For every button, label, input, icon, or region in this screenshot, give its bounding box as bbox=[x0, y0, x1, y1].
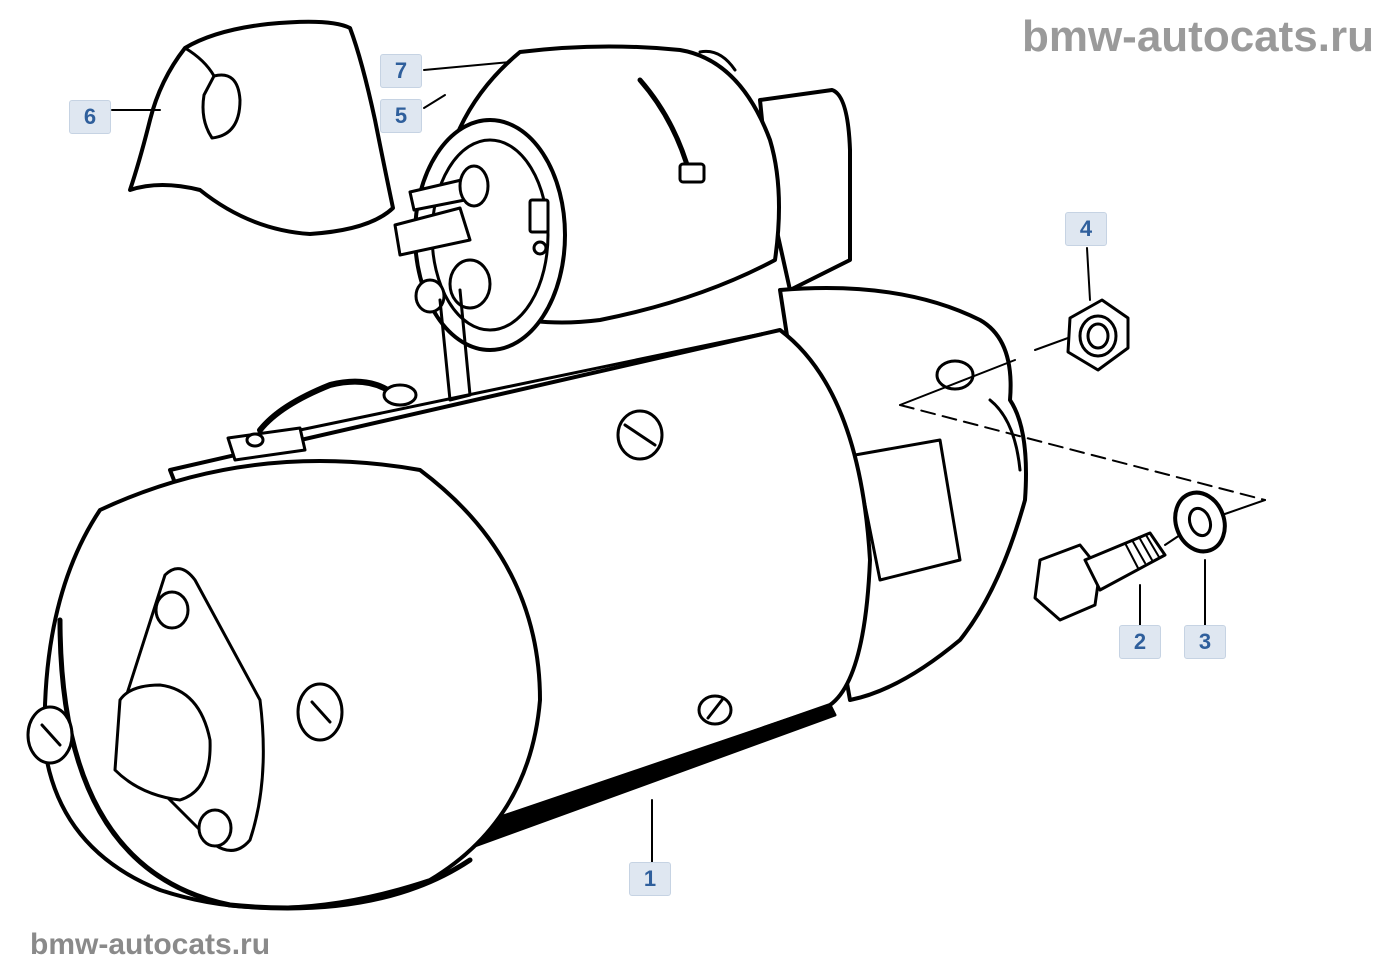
callout-part-1[interactable]: 1 bbox=[629, 862, 671, 896]
callout-part-7[interactable]: 7 bbox=[380, 54, 422, 88]
leader-lines bbox=[111, 61, 1206, 863]
callout-part-2[interactable]: 2 bbox=[1119, 625, 1161, 659]
part-3-washer bbox=[1173, 490, 1227, 554]
part-1-starter-body bbox=[26, 328, 872, 911]
callout-part-4[interactable]: 4 bbox=[1065, 212, 1107, 246]
watermark-bottom: bmw-autocats.ru bbox=[30, 928, 271, 961]
assembly-lines bbox=[899, 337, 1266, 546]
callout-part-3[interactable]: 3 bbox=[1184, 625, 1226, 659]
part-2-hex-bolt bbox=[1033, 531, 1167, 622]
callout-part-5[interactable]: 5 bbox=[380, 99, 422, 133]
part-6-terminal-cap bbox=[128, 19, 395, 236]
watermark-top: bmw-autocats.ru bbox=[1021, 12, 1374, 61]
callout-part-6[interactable]: 6 bbox=[69, 100, 111, 134]
part-4-hex-nut bbox=[1066, 298, 1130, 372]
solenoid bbox=[393, 44, 852, 352]
